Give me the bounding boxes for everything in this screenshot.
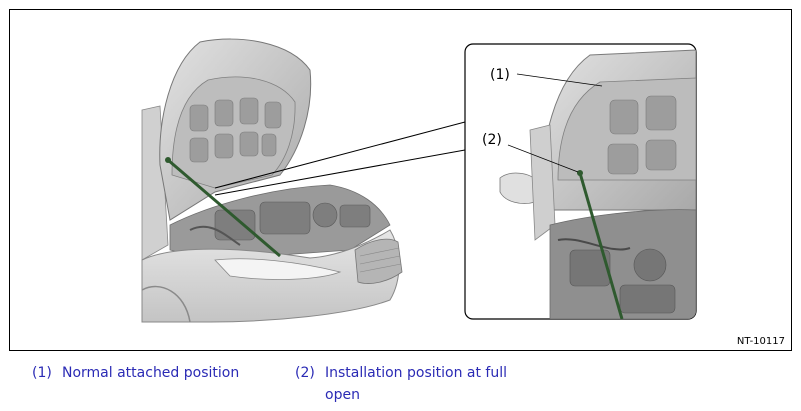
caption-number: (1): [32, 365, 52, 381]
detail-inset: (1) (2): [464, 43, 697, 320]
hood-stay-rod: [167, 158, 281, 258]
caption-number: (2): [295, 365, 315, 381]
inset-hood-stay-rod: [578, 172, 624, 319]
callout-label-2: (2): [482, 132, 502, 148]
car-front-drawing: [141, 38, 403, 323]
caption-text: Installation position at full open: [325, 365, 507, 403]
figure-frame: (1) (2) NT-10117: [9, 9, 792, 351]
figure-id-label: NT-10117: [736, 336, 785, 347]
caption-text: Normal attached position: [62, 365, 240, 381]
caption-item-2: (2) Installation position at full open: [295, 362, 525, 406]
caption-item-1: (1) Normal attached position: [32, 362, 239, 384]
engine-hood-illustration: (1) (2): [141, 38, 697, 323]
callout-label-1: (1): [490, 67, 510, 83]
